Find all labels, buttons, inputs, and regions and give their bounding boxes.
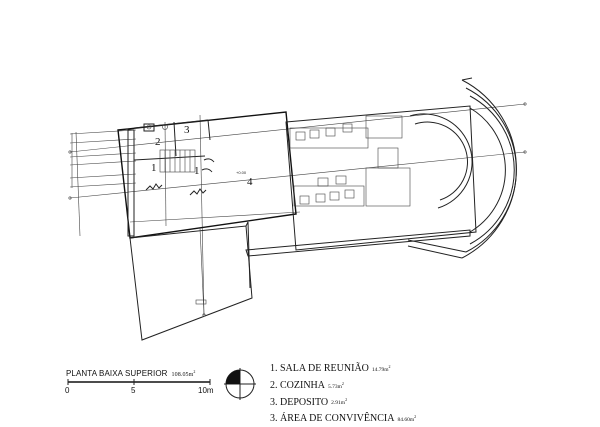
drawing-total-area: 108.05m2 bbox=[171, 369, 196, 378]
room-number-2: 2 bbox=[155, 136, 161, 148]
north-arrow-icon bbox=[224, 368, 256, 400]
room-number-3: 3 bbox=[184, 124, 190, 136]
scale-label-5: 5 bbox=[131, 386, 136, 395]
lower-deck bbox=[129, 221, 253, 341]
guide-lines bbox=[69, 103, 526, 316]
room-number-1a: 1 bbox=[151, 162, 157, 174]
level-tag: +0.00 bbox=[236, 170, 247, 175]
site-markers bbox=[68, 102, 527, 317]
scale-bar bbox=[67, 379, 211, 385]
drawing-title: PLANTA BAIXA SUPERIOR bbox=[66, 369, 168, 378]
right-wing bbox=[245, 77, 517, 259]
scale-label-0: 0 bbox=[65, 386, 70, 395]
room-number-4: 4 bbox=[247, 176, 253, 188]
scale-label-10m: 10m bbox=[198, 386, 214, 395]
room-number-1b: 1 bbox=[194, 165, 200, 177]
main-building bbox=[117, 111, 297, 239]
pergola-lines bbox=[69, 129, 137, 237]
